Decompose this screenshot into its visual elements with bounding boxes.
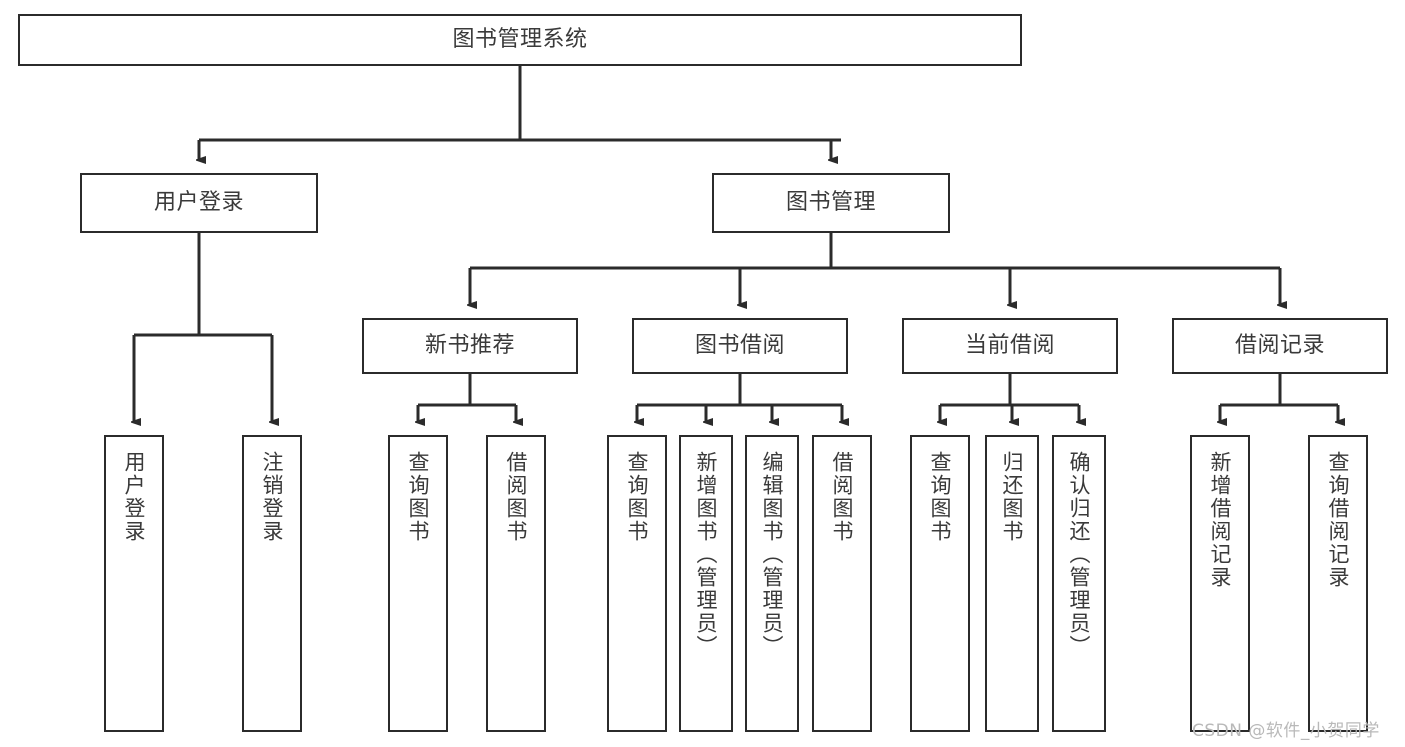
node-leaf-add-record[interactable]: 新增借阅记录 — [1190, 435, 1250, 732]
node-leaf-user-logout-label: 注销登录 — [260, 451, 285, 543]
node-current-borrow-label: 当前借阅 — [964, 333, 1055, 359]
node-leaf-user-login-label: 用户登录 — [122, 451, 147, 543]
node-leaf-query-book-1[interactable]: 查询图书 — [388, 435, 448, 732]
node-borrow-record-label: 借阅记录 — [1234, 333, 1325, 359]
node-leaf-query-book-3-label: 查询图书 — [928, 451, 953, 543]
node-leaf-user-login[interactable]: 用户登录 — [104, 435, 164, 732]
node-leaf-query-book-2-label: 查询图书 — [625, 451, 650, 543]
node-leaf-confirm-return-label: 确认归还（管理员） — [1067, 451, 1092, 658]
node-leaf-add-book[interactable]: 新增图书（管理员） — [679, 435, 733, 732]
node-leaf-borrow-book-2-label: 借阅图书 — [830, 451, 855, 543]
node-leaf-user-logout[interactable]: 注销登录 — [242, 435, 302, 732]
node-leaf-return-book[interactable]: 归还图书 — [985, 435, 1039, 732]
node-new-book-rec[interactable]: 新书推荐 — [362, 318, 578, 374]
node-leaf-query-book-2[interactable]: 查询图书 — [607, 435, 667, 732]
node-leaf-add-record-label: 新增借阅记录 — [1208, 451, 1233, 589]
node-leaf-edit-book[interactable]: 编辑图书（管理员） — [745, 435, 799, 732]
node-book-borrow-label: 图书借阅 — [694, 333, 785, 359]
node-book-manage-label: 图书管理 — [785, 190, 876, 216]
node-leaf-borrow-book-1-label: 借阅图书 — [504, 451, 529, 543]
node-current-borrow[interactable]: 当前借阅 — [902, 318, 1118, 374]
node-leaf-query-book-3[interactable]: 查询图书 — [910, 435, 970, 732]
node-leaf-add-book-label: 新增图书（管理员） — [694, 451, 719, 658]
node-new-book-rec-label: 新书推荐 — [424, 333, 515, 359]
node-root[interactable]: 图书管理系统 — [18, 14, 1022, 66]
node-leaf-edit-book-label: 编辑图书（管理员） — [760, 451, 785, 658]
node-leaf-borrow-book-1[interactable]: 借阅图书 — [486, 435, 546, 732]
node-leaf-borrow-book-2[interactable]: 借阅图书 — [812, 435, 872, 732]
node-leaf-query-record-label: 查询借阅记录 — [1326, 451, 1351, 589]
node-leaf-confirm-return[interactable]: 确认归还（管理员） — [1052, 435, 1106, 732]
node-leaf-return-book-label: 归还图书 — [1000, 451, 1025, 543]
node-book-manage[interactable]: 图书管理 — [712, 173, 950, 233]
node-leaf-query-record[interactable]: 查询借阅记录 — [1308, 435, 1368, 732]
node-user-login[interactable]: 用户登录 — [80, 173, 318, 233]
node-root-label: 图书管理系统 — [452, 27, 588, 53]
node-borrow-record[interactable]: 借阅记录 — [1172, 318, 1388, 374]
node-user-login-label: 用户登录 — [153, 190, 244, 216]
csdn-watermark: CSDN @软件_小贺同学 — [1192, 721, 1380, 741]
node-leaf-query-book-1-label: 查询图书 — [406, 451, 431, 543]
node-book-borrow[interactable]: 图书借阅 — [632, 318, 848, 374]
